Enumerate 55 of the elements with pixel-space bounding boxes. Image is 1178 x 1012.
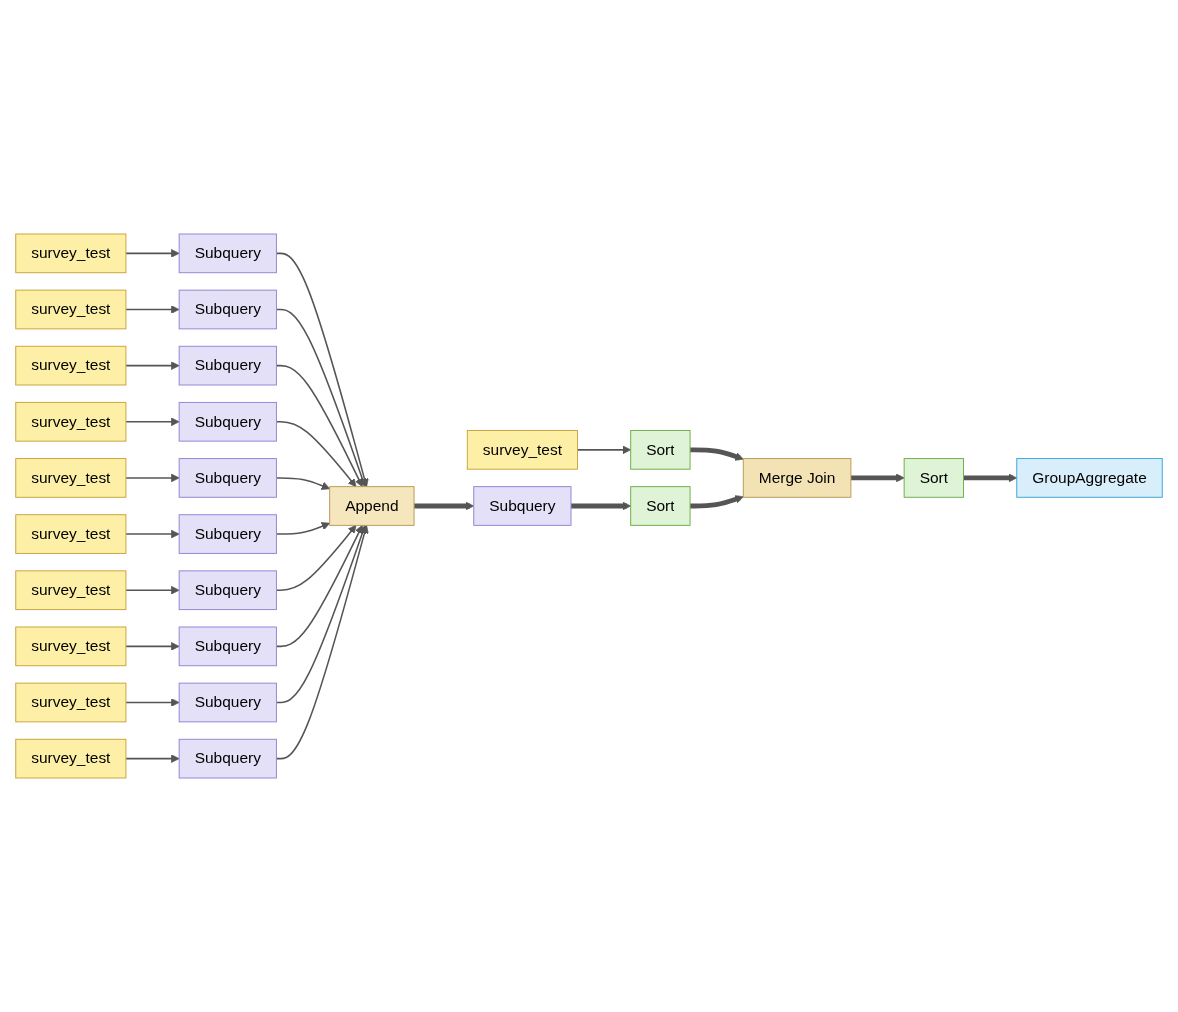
node-box: Subquery <box>178 738 277 779</box>
arrow <box>125 417 180 427</box>
node-box: Subquery <box>178 233 277 274</box>
node-box: survey_test <box>15 682 127 723</box>
node-box: survey_test <box>15 289 127 330</box>
node-box: Subquery <box>178 458 277 498</box>
node-box: Subquery <box>178 682 277 723</box>
arrow <box>275 524 357 591</box>
arrow <box>571 501 632 511</box>
arrow <box>125 585 180 595</box>
node-box: Subquery <box>178 514 277 554</box>
node-box: Sort <box>630 430 691 470</box>
arrow <box>690 495 744 509</box>
node-box: Merge Join <box>742 458 852 498</box>
arrow <box>275 522 331 535</box>
node-box: survey_test <box>15 458 127 498</box>
arrow <box>275 421 357 488</box>
arrow <box>275 524 363 648</box>
arrow <box>125 529 180 539</box>
arrow <box>275 252 369 488</box>
node-box: survey_test <box>15 401 127 442</box>
arrow <box>850 473 905 483</box>
node-box: GroupAggregate <box>1016 458 1163 498</box>
node-box: Subquery <box>178 626 277 667</box>
arrow <box>125 361 180 370</box>
arrow <box>125 305 180 314</box>
node-box: Subquery <box>178 570 277 611</box>
arrow <box>275 524 367 704</box>
node-box: Sort <box>903 458 964 498</box>
node-box: survey_test <box>15 626 127 667</box>
node-box: Subquery <box>473 486 572 526</box>
arrow <box>125 249 180 258</box>
arrow <box>125 698 180 707</box>
arrow <box>690 447 744 461</box>
arrow <box>275 364 363 488</box>
node-box: survey_test <box>466 430 578 470</box>
node-box: Subquery <box>178 345 277 386</box>
arrow <box>275 524 369 760</box>
arrow <box>275 308 367 488</box>
arrow <box>414 501 475 511</box>
arrow <box>125 473 180 483</box>
arrow <box>125 642 180 651</box>
node-box: Subquery <box>178 289 277 330</box>
arrow <box>125 754 180 763</box>
node-box: Sort <box>630 486 691 526</box>
node-box: survey_test <box>15 570 127 611</box>
node-box: survey_test <box>15 345 127 386</box>
node-box: survey_test <box>15 233 127 274</box>
node-box: Subquery <box>178 401 277 442</box>
arrow <box>576 445 632 455</box>
arrow <box>275 477 331 490</box>
node-box: survey_test <box>15 738 127 779</box>
node-box: Append <box>329 486 415 526</box>
arrow <box>963 473 1018 483</box>
node-box: survey_test <box>15 514 127 554</box>
